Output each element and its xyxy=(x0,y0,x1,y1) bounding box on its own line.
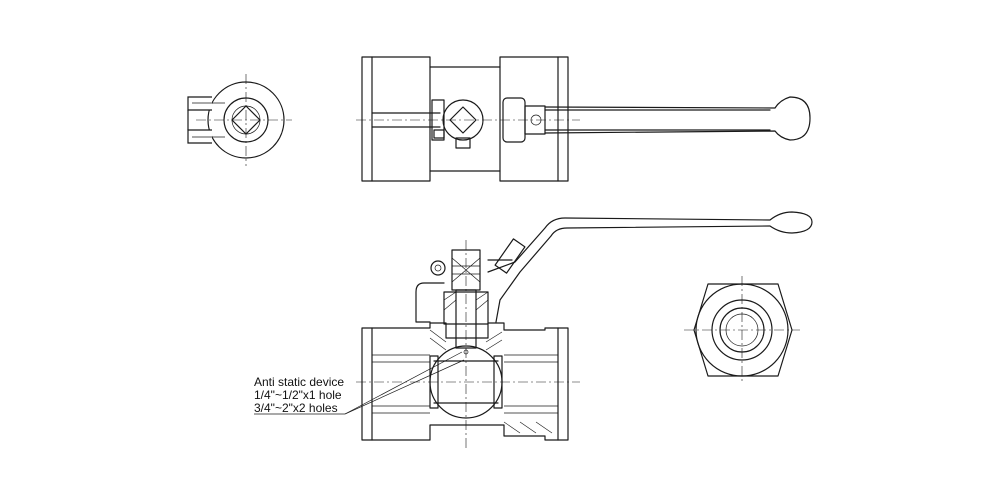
annotation-leaders xyxy=(254,351,465,415)
front-section-view xyxy=(356,211,813,450)
note-line-1: Anti static device xyxy=(254,375,345,389)
end-view xyxy=(684,276,800,384)
side-view xyxy=(187,74,292,166)
note-line-2: 1/4"~1/2"x1 hole xyxy=(254,388,342,402)
anti-static-note: Anti static device 1/4"~1/2"x1 hole 3/4"… xyxy=(254,376,344,415)
top-view xyxy=(356,56,811,182)
note-line-3: 3/4"~2"x2 holes xyxy=(254,401,338,415)
